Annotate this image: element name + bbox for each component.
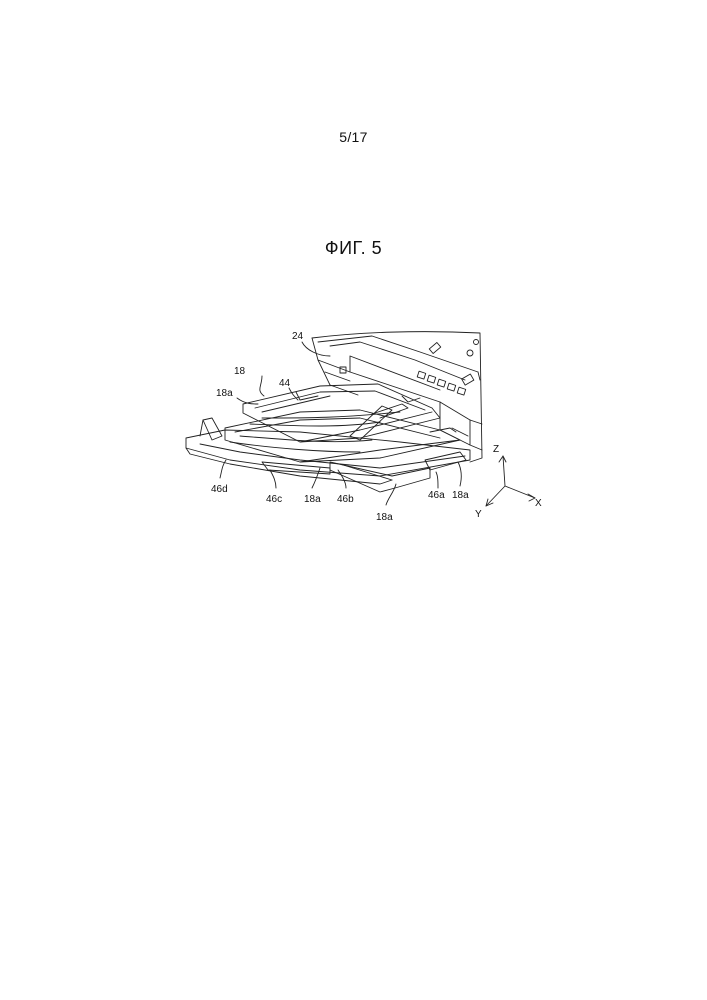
label-24: 24	[292, 331, 304, 342]
label-18a-bottom: 18a	[376, 512, 393, 523]
label-46c: 46c	[266, 494, 282, 505]
label-46d: 46d	[211, 484, 228, 495]
label-18a-mid: 18a	[304, 494, 321, 505]
axis-label-z: Z	[493, 444, 499, 455]
label-44: 44	[279, 378, 291, 389]
leader-lines	[220, 342, 461, 505]
axis-label-x: X	[535, 498, 542, 509]
axis-label-y: Y	[475, 509, 482, 520]
label-18a-right: 18a	[452, 490, 469, 501]
label-46b: 46b	[337, 494, 354, 505]
label-18a-top: 18a	[216, 388, 233, 399]
paper-tray	[186, 384, 470, 492]
printer-body	[312, 332, 482, 462]
coordinate-axes	[486, 456, 535, 506]
label-18: 18	[234, 366, 246, 377]
label-46a: 46a	[428, 490, 445, 501]
